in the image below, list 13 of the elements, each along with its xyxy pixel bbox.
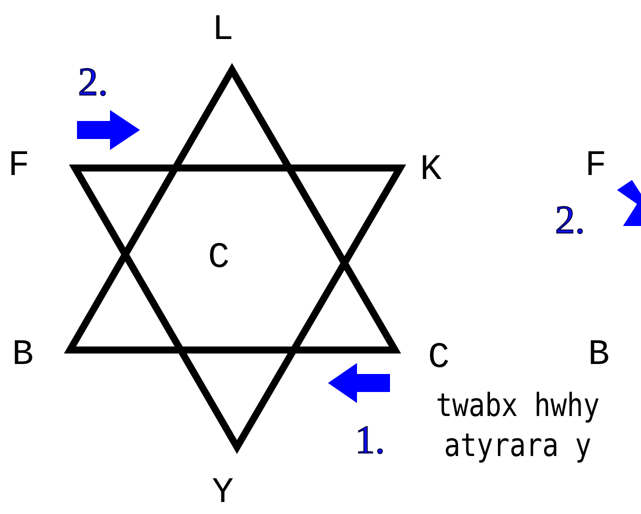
point-label: K bbox=[420, 152, 442, 188]
point-label: F bbox=[8, 148, 30, 184]
step-number: 2. bbox=[78, 62, 108, 102]
point-label: B bbox=[12, 337, 34, 373]
point-label: L bbox=[212, 12, 234, 48]
point-label: Y bbox=[212, 475, 234, 511]
center-label: C bbox=[208, 240, 230, 276]
point-label: B bbox=[588, 337, 610, 373]
step-number: 1. bbox=[355, 420, 385, 460]
caption-text: twabx hwhy atyrara y bbox=[434, 385, 601, 465]
point-label: C bbox=[428, 340, 450, 376]
point-label: F bbox=[585, 148, 607, 184]
step-number: 2. bbox=[555, 200, 585, 240]
